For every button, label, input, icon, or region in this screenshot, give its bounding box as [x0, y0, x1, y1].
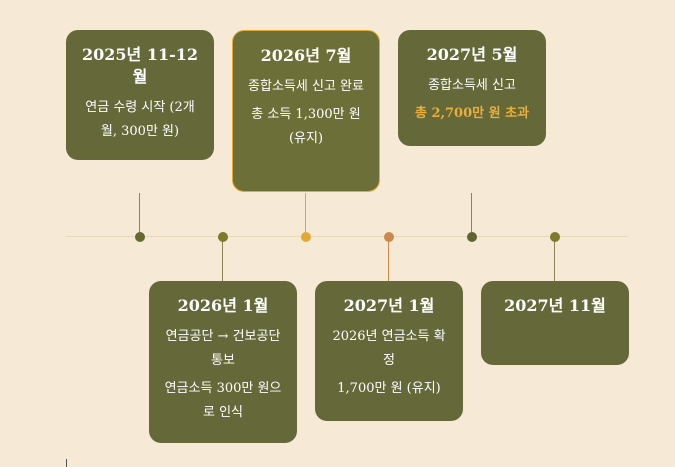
- timeline-dot-6: [550, 232, 560, 242]
- event-detail: 2026년 연금소득 확정: [332, 329, 446, 368]
- event-card-2027-11: 2027년 11월: [481, 281, 629, 365]
- event-date: 2026년 1월: [177, 296, 269, 315]
- event-detail-highlight: 총 2,700만 원 초과: [414, 106, 530, 121]
- event-card-2027-05: 2027년 5월 종합소득세 신고 총 2,700만 원 초과: [398, 30, 546, 146]
- event-detail: 총 소득 1,300만 원 (유지): [251, 107, 361, 146]
- timeline-dot-1: [135, 232, 145, 242]
- connector-6: [554, 237, 555, 281]
- event-card-2025-11-12: 2025년 11-12월 연금 수령 시작 (2개월, 300만 원): [66, 30, 214, 160]
- event-detail: 종합소득세 신고: [428, 78, 516, 93]
- timeline-axis: [66, 236, 628, 237]
- event-detail: 연금소득 300만 원으로 인식: [164, 381, 282, 420]
- event-detail: 연금 수령 시작 (2개월, 300만 원): [85, 100, 195, 139]
- connector-5: [471, 193, 472, 236]
- event-detail: 연금공단 → 건보공단 통보: [165, 329, 281, 368]
- event-date: 2025년 11-12월: [82, 45, 198, 86]
- event-card-2026-01: 2026년 1월 연금공단 → 건보공단 통보 연금소득 300만 원으로 인식: [149, 281, 297, 443]
- event-date: 2027년 5월: [426, 45, 518, 64]
- event-detail: 1,700만 원 (유지): [337, 381, 441, 396]
- connector-1: [139, 193, 140, 236]
- connector-3: [305, 193, 306, 236]
- event-card-2026-07: 2026년 7월 종합소득세 신고 완료 총 소득 1,300만 원 (유지): [232, 30, 380, 192]
- event-date: 2027년 11월: [504, 296, 606, 315]
- event-date: 2027년 1월: [343, 296, 435, 315]
- timeline-dot-5: [467, 232, 477, 242]
- connector-4: [388, 237, 389, 281]
- timeline-dot-3: [301, 232, 311, 242]
- timeline-dot-4: [384, 232, 394, 242]
- timeline-dot-2: [218, 232, 228, 242]
- connector-2: [222, 237, 223, 281]
- event-card-2027-01: 2027년 1월 2026년 연금소득 확정 1,700만 원 (유지): [315, 281, 463, 421]
- event-detail: 종합소득세 신고 완료: [248, 79, 364, 94]
- event-date: 2026년 7월: [260, 46, 352, 65]
- edge-mark: [66, 459, 67, 467]
